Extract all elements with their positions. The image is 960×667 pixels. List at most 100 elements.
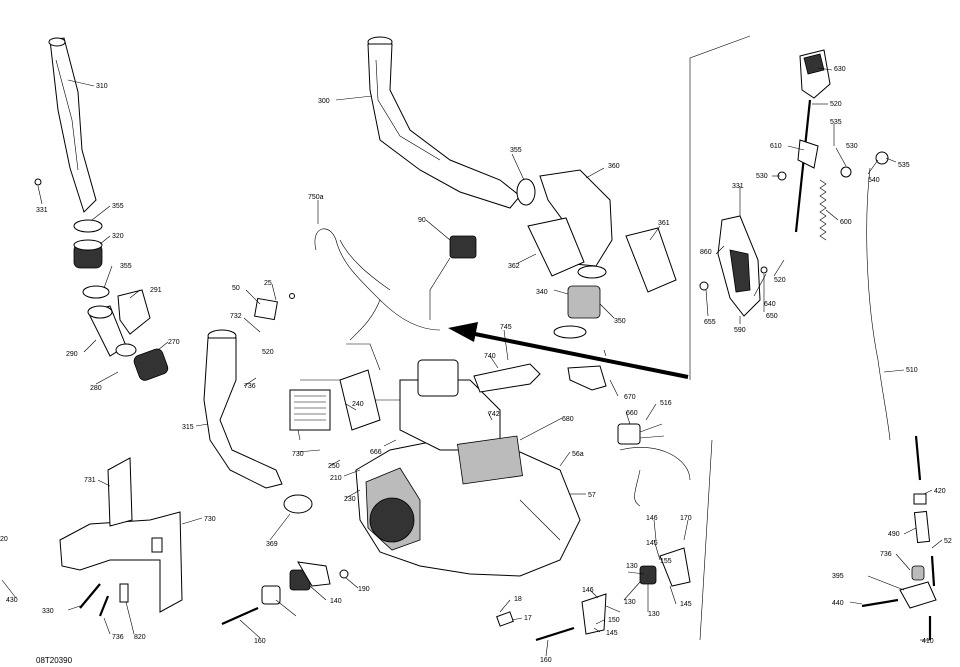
clamp-355b: [82, 285, 110, 299]
clamp-369: [283, 494, 313, 514]
callout-420: 420: [934, 488, 946, 495]
nut-650: [760, 266, 768, 274]
boot-270: [133, 348, 169, 381]
callout-820: 820: [134, 634, 146, 641]
panel-divider-lower: [699, 439, 713, 641]
nut-530b: [840, 166, 852, 178]
callout-740: 740: [484, 353, 496, 360]
callout-310: 310: [96, 83, 108, 90]
spacer-820: [119, 583, 129, 603]
callout-350: 350: [614, 318, 626, 325]
callout-640: 640: [764, 301, 776, 308]
callout-430: 430: [6, 597, 18, 604]
callout-280: 280: [90, 385, 102, 392]
callout-650: 650: [766, 313, 778, 320]
callout-150: 150: [608, 617, 620, 624]
callout-50: 50: [232, 285, 240, 292]
callout-labels: 310 300 630 520 535 610 530 530 535 540 …: [0, 66, 952, 664]
plate-50: [254, 297, 278, 321]
callout-145: 145: [606, 630, 618, 637]
callout-395: 395: [832, 573, 844, 580]
callout-52: 52: [944, 538, 952, 545]
mount-130: [261, 585, 281, 605]
callout-362: 362: [508, 263, 520, 270]
callout-210: 210: [330, 475, 342, 482]
boot-320: [73, 239, 103, 269]
callout-490: 490: [888, 531, 900, 538]
callout-510: 510: [906, 367, 918, 374]
callout-410: 410: [922, 638, 934, 645]
callout-535: 535: [898, 162, 910, 169]
bracket-155: [659, 547, 691, 587]
callout-240: 240: [352, 401, 364, 408]
callout-355: 355: [510, 147, 522, 154]
callout-56a: 56a: [572, 451, 584, 458]
callout-146: 146: [646, 515, 658, 522]
callout-516: 516: [660, 400, 672, 407]
callout-355: 355: [112, 203, 124, 210]
callout-25: 25: [264, 280, 272, 287]
callout-340: 340: [536, 289, 548, 296]
callout-730: 730: [204, 516, 216, 523]
callout-732: 732: [230, 313, 242, 320]
mount-140: [289, 561, 331, 591]
callout-630: 630: [834, 66, 846, 73]
bolt-330: [79, 583, 101, 609]
shift-knob-630: [799, 49, 831, 99]
nut-655: [699, 281, 709, 291]
callout-680: 680: [562, 416, 574, 423]
callout-140: 140: [330, 598, 342, 605]
bracket-590: [717, 215, 761, 317]
nut-190: [339, 569, 349, 579]
mount-130b: [639, 565, 657, 585]
callout-590: 590: [734, 327, 746, 334]
elbow-290: [87, 305, 127, 357]
callout-331: 331: [732, 183, 744, 190]
callout-736: 736: [112, 634, 124, 641]
direction-arrow: [448, 322, 689, 379]
intake-duct-315: [203, 329, 283, 489]
callout-520: 520: [830, 101, 842, 108]
callout-190: 190: [358, 586, 370, 593]
callout-300: 300: [318, 98, 330, 105]
callout-369: 369: [266, 541, 278, 548]
callout-270: 270: [168, 339, 180, 346]
callout-320: 320: [112, 233, 124, 240]
intake-duct-left: [48, 37, 97, 213]
callout-130: 130: [624, 599, 636, 606]
callout-520: 520: [262, 349, 274, 356]
bracket-740: [473, 363, 541, 393]
callout-315: 315: [182, 424, 194, 431]
callout-530: 530: [846, 143, 858, 150]
callout-130: 130: [648, 611, 660, 618]
panel-divider: [689, 35, 751, 380]
callout-736: 736: [244, 383, 256, 390]
callout-520: 520: [774, 277, 786, 284]
clamp-355c: [516, 178, 536, 206]
callout-736: 736: [880, 551, 892, 558]
callout-330: 330: [42, 608, 54, 615]
leader-lines: [1, 67, 943, 657]
callout-250: 250: [328, 463, 340, 470]
baffle-361: [625, 227, 677, 293]
callout-17: 17: [524, 615, 532, 622]
shift-cable-510: [866, 167, 891, 441]
callout-331: 331: [36, 207, 48, 214]
linkage-rod: [861, 435, 937, 640]
callout-130: 130: [626, 563, 638, 570]
callout-146: 146: [582, 587, 594, 594]
callout-145: 145: [646, 540, 658, 547]
baffle-362: [527, 217, 585, 277]
callout-18: 18: [514, 596, 522, 603]
callout-750a: 750a: [308, 194, 324, 201]
callout-360: 360: [608, 163, 620, 170]
screw-331a: [34, 178, 42, 186]
callout-745: 745: [500, 324, 512, 331]
callout-155: 155: [660, 558, 672, 565]
bracket-730: [59, 457, 183, 613]
sleeve-17: [496, 611, 514, 627]
reference-code: 08T20390: [36, 656, 73, 665]
callout-730: 730: [292, 451, 304, 458]
callout-530: 530: [756, 173, 768, 180]
callout-170: 170: [680, 515, 692, 522]
